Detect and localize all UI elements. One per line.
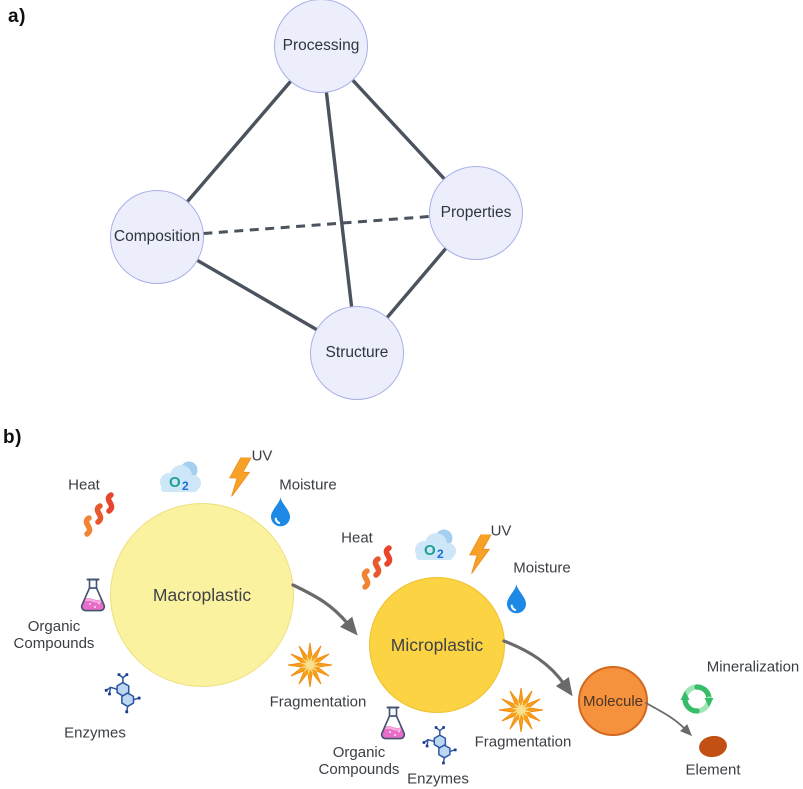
organic-line2-macro: Compounds [13, 635, 95, 652]
arrow-micro-to-molecule [502, 639, 573, 697]
stage-microplastic-label: Microplastic [390, 634, 484, 655]
uv-label-macro: UV [251, 447, 273, 465]
uv-bolt-icon-macro [227, 457, 253, 497]
fragmentation-label-macro: Fragmentation [269, 693, 367, 711]
organic-flask-icon-micro [378, 706, 408, 742]
heat-icon-macro [80, 492, 120, 538]
arrow-macro-to-micro [291, 583, 358, 636]
oxygen-cloud-icon-micro: O 2 [415, 529, 456, 561]
enzymes-label-macro: Enzymes [64, 724, 126, 742]
node-structure: Structure [310, 306, 404, 400]
stage-macroplastic: Macroplastic [110, 503, 294, 687]
stage-molecule-label: Molecule [582, 692, 644, 710]
organic-compounds-label-macro: Organic Compounds [14, 618, 95, 652]
moisture-label-micro: Moisture [513, 559, 571, 577]
mineralization-label: Mineralization [706, 658, 800, 676]
oxygen-o-text-micro: O [424, 542, 436, 559]
moisture-drop-icon-macro [270, 495, 291, 528]
organic-line1-macro: Organic [27, 618, 81, 635]
oxygen-sub-text-micro: 2 [437, 547, 444, 561]
organic-compounds-label-micro: Organic Compounds [319, 744, 400, 778]
oxygen-o-text-macro: O [169, 474, 181, 491]
enzymes-icon-micro [418, 726, 458, 766]
organic-line1-micro: Organic [332, 744, 386, 761]
stage-macroplastic-label: Macroplastic [152, 584, 252, 605]
panel-b-label: b) [3, 427, 22, 448]
moisture-label-macro: Moisture [279, 476, 337, 494]
enzymes-icon-macro [100, 673, 142, 715]
panel-a-label: a) [8, 6, 26, 27]
moisture-drop-icon-micro [506, 582, 527, 615]
node-properties-label: Properties [440, 204, 512, 221]
fragmentation-icon-macro [287, 642, 333, 688]
node-processing: Processing [274, 0, 368, 93]
heat-label-macro: Heat [68, 476, 100, 494]
heat-label-micro: Heat [341, 529, 373, 547]
stage-element-dot [697, 734, 729, 759]
organic-flask-icon-macro [78, 578, 108, 614]
node-composition: Composition [110, 190, 204, 284]
stage-element-label: Element [685, 761, 741, 779]
node-composition-label: Composition [113, 228, 201, 245]
oxygen-cloud-icon-macro: O 2 [160, 461, 201, 493]
fragmentation-label-micro: Fragmentation [474, 733, 572, 751]
uv-label-micro: UV [490, 522, 512, 540]
stage-microplastic: Microplastic [369, 577, 505, 713]
mineralization-recycle-icon [677, 679, 717, 719]
enzymes-label-micro: Enzymes [407, 770, 469, 788]
stage-molecule: Molecule [578, 666, 648, 736]
uv-bolt-icon-micro [467, 534, 493, 574]
node-processing-label: Processing [282, 37, 360, 54]
fragmentation-icon-micro [498, 687, 544, 733]
node-properties: Properties [429, 166, 523, 260]
oxygen-sub-text-macro: 2 [182, 479, 189, 493]
node-structure-label: Structure [325, 344, 389, 361]
organic-line2-micro: Compounds [318, 761, 400, 778]
heat-icon-micro [358, 545, 398, 591]
